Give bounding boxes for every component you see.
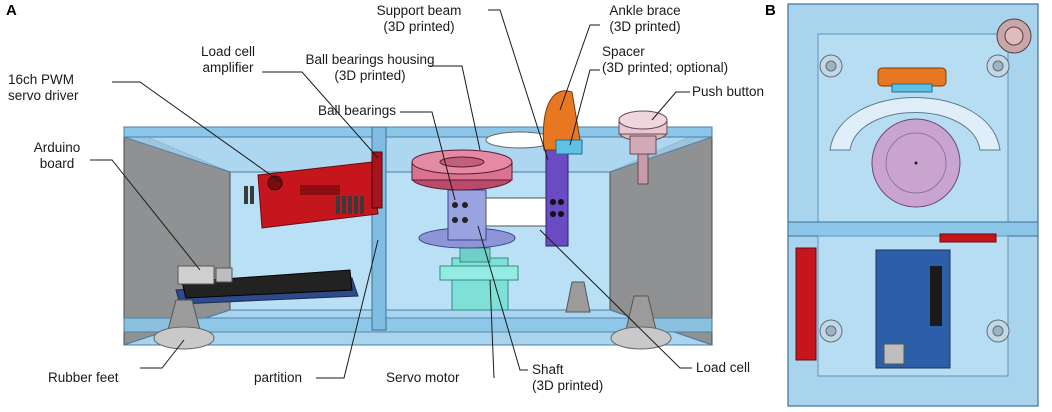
panel-a-drawing — [123, 90, 713, 350]
ball-bearings-housing — [411, 149, 513, 191]
top-view-ankle-arc — [829, 97, 1001, 151]
load-cell-mount — [545, 149, 569, 247]
servo-motor — [439, 247, 519, 311]
panel-b-drawing — [787, 3, 1039, 407]
label-ankle-brace: Ankle brace(3D printed) — [609, 3, 681, 34]
top-view-ankle-brace — [877, 67, 947, 87]
label-support-beam: Support beam(3D printed) — [376, 3, 462, 34]
load-cell-body — [485, 197, 549, 227]
label-ball-bearings: Ball bearings — [318, 103, 397, 118]
rubber-foot-inner — [565, 281, 591, 313]
rubber-foot-left — [153, 299, 215, 350]
top-view-spacer — [891, 83, 933, 93]
top-view-feet — [819, 54, 1010, 343]
load-cell-amplifier-board — [371, 151, 383, 209]
push-button — [618, 110, 668, 185]
leader-lines — [90, 9, 692, 379]
label-spacer: Spacer(3D printed; optional) — [602, 44, 729, 75]
enclosure-bottom-edge — [123, 317, 713, 333]
top-view-partition — [787, 221, 1039, 237]
label-rubber-feet: Rubber feet — [48, 370, 119, 385]
panel-a-label: A — [6, 2, 17, 19]
enclosure-top-edge — [123, 126, 713, 138]
top-view-amplifier — [939, 233, 997, 243]
ankle-brace — [542, 90, 583, 155]
arduino-board — [175, 265, 359, 305]
label-load-cell: Load cell — [696, 360, 751, 375]
label-ball-bearings-housing: Ball bearings housing(3D printed) — [305, 52, 435, 83]
servo-driver-board — [244, 161, 379, 229]
label-shaft: Shaft(3D printed) — [532, 362, 604, 393]
label-servo-motor: Servo motor — [386, 370, 460, 385]
panel-b-label: B — [765, 2, 776, 19]
top-view-servo-driver — [795, 247, 817, 361]
label-push-button: Push button — [692, 84, 765, 99]
label-partition: partition — [254, 370, 303, 385]
